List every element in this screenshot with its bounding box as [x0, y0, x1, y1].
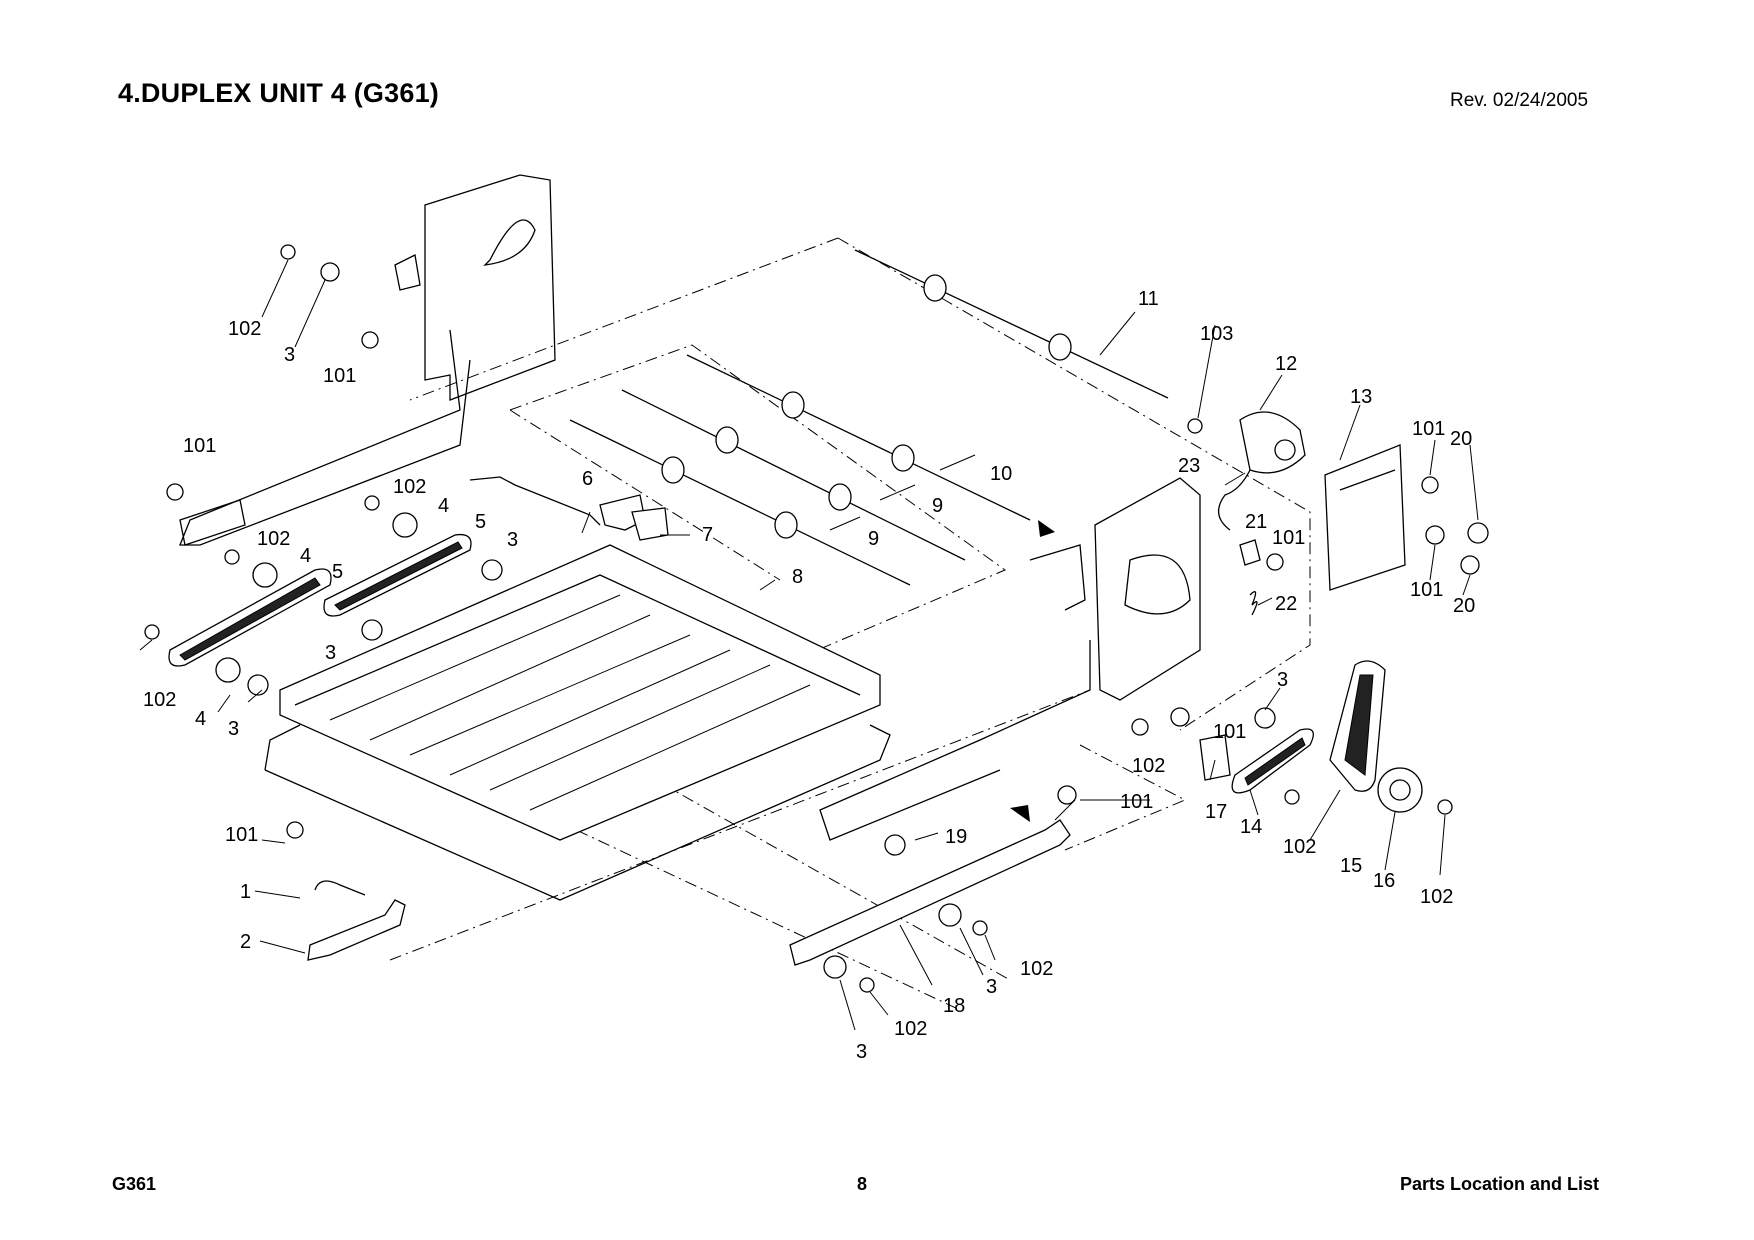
callout: 11	[1138, 288, 1159, 310]
callout: 102	[143, 689, 176, 711]
revision-date: Rev. 02/24/2005	[1450, 90, 1589, 111]
callout: 102	[894, 1018, 927, 1040]
duplex-tray	[264, 544, 891, 901]
callout: 102	[1020, 958, 1053, 980]
callout: 102	[228, 318, 261, 340]
roller-shafts	[569, 249, 1169, 586]
callout: 3	[1277, 669, 1288, 691]
callout: 18	[943, 995, 965, 1017]
callout: 101	[1272, 527, 1305, 549]
callout: 6	[582, 468, 593, 490]
callout: 102	[393, 476, 426, 498]
callout: 8	[792, 566, 803, 588]
callout: 3	[507, 529, 518, 551]
callout: 103	[1200, 323, 1233, 345]
lower-left-parts	[307, 880, 406, 961]
callout: 13	[1350, 386, 1372, 408]
callout: 102	[257, 528, 290, 550]
callout: 17	[1205, 801, 1227, 823]
callout: 19	[945, 826, 967, 848]
callout: 22	[1275, 593, 1297, 615]
callout: 2	[240, 931, 251, 953]
footer-model: G361	[112, 1174, 157, 1194]
callout: 10	[990, 463, 1012, 485]
right-side-frame	[819, 477, 1201, 841]
callout: 9	[932, 495, 943, 517]
direction-arrows	[1010, 520, 1055, 822]
callout: 12	[1275, 353, 1297, 375]
callout: 102	[1283, 836, 1316, 858]
callout: 3	[986, 976, 997, 998]
callout: 101	[225, 824, 258, 846]
callout-leader-lines	[139, 259, 1479, 1031]
callout: 3	[228, 718, 239, 740]
callout: 101	[323, 365, 356, 387]
page-title: 4.DUPLEX UNIT 4 (G361)	[118, 78, 439, 108]
right-belt-drive	[1131, 660, 1453, 815]
callout: 3	[284, 344, 295, 366]
callout: 23	[1178, 455, 1200, 477]
left-side-frame	[179, 174, 556, 546]
callout: 5	[332, 561, 343, 583]
callout: 3	[856, 1041, 867, 1063]
callout: 9	[868, 528, 879, 550]
sensor-assembly	[469, 476, 669, 541]
lower-rail	[286, 785, 1077, 993]
callout: 101	[1213, 721, 1246, 743]
callout: 20	[1450, 428, 1472, 450]
callout-labels: 102 3 101 101 102 4 5 102 4 5 3 3 102 4 …	[143, 288, 1475, 1063]
callout: 102	[1132, 755, 1165, 777]
callout: 16	[1373, 870, 1395, 892]
callout: 4	[195, 708, 206, 730]
callout: 101	[1410, 579, 1443, 601]
callout: 15	[1340, 855, 1362, 877]
callout: 7	[702, 524, 713, 546]
callout: 14	[1240, 816, 1262, 838]
left-belt-drive	[144, 244, 503, 696]
footer-section: Parts Location and List	[1400, 1174, 1600, 1194]
footer-page-number: 8	[857, 1174, 868, 1194]
motor-assembly	[1187, 411, 1489, 616]
callout: 101	[1120, 791, 1153, 813]
callout: 3	[325, 642, 336, 664]
callout: 5	[475, 511, 486, 533]
callout: 101	[183, 435, 216, 457]
callout: 20	[1453, 595, 1475, 617]
callout: 102	[1420, 886, 1453, 908]
callout: 101	[1412, 418, 1445, 440]
callout: 4	[300, 545, 311, 567]
callout: 21	[1245, 511, 1267, 533]
callout: 4	[438, 495, 449, 517]
callout: 1	[240, 881, 251, 903]
